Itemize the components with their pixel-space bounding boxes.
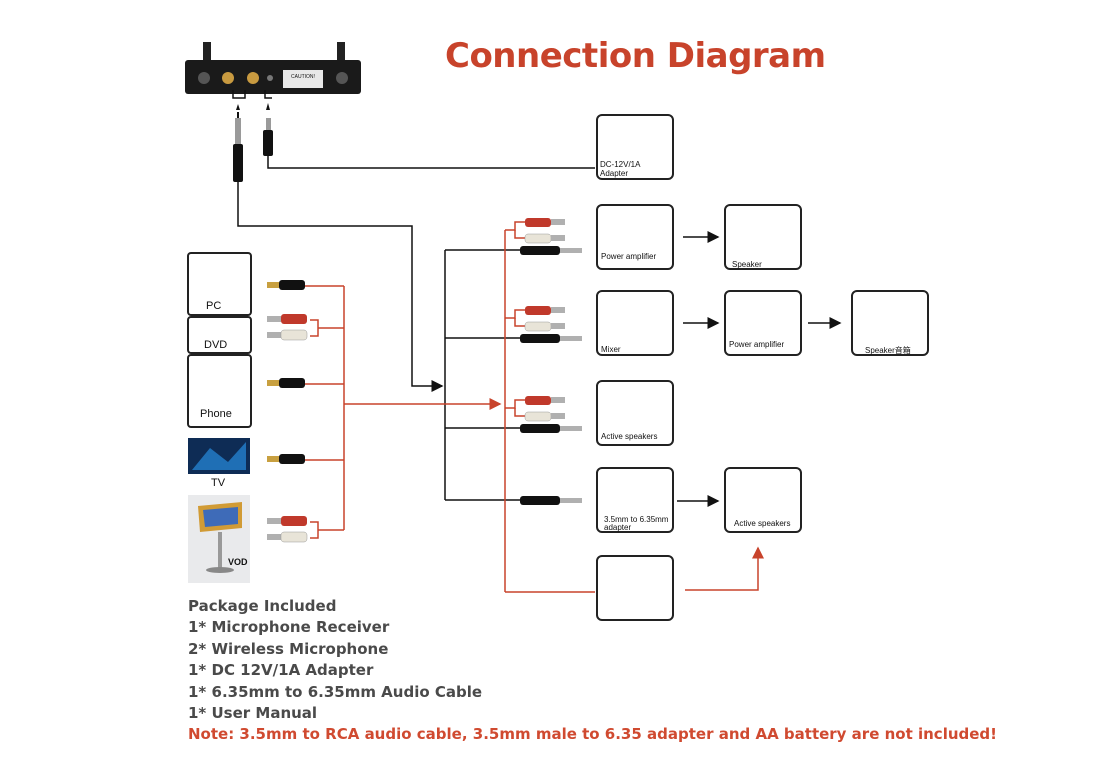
source-label-tv: TV: [211, 477, 226, 489]
dc-power-line: [267, 156, 595, 169]
package-heading: Package Included: [188, 597, 337, 615]
source-box-phone: [187, 354, 252, 428]
tv-picture: [188, 438, 250, 474]
mixer-box: [596, 290, 674, 356]
power-amplifier-box-1: [596, 204, 674, 270]
power-amplifier-label-1: Power amplifier: [601, 252, 657, 261]
mixer-label: Mixer: [601, 345, 621, 354]
source-box-dvd: [187, 316, 252, 354]
adapter-box: [596, 114, 674, 180]
adapter-label: DC-12V/1A Adapter: [600, 160, 641, 178]
source-label-vod: VOD: [228, 557, 248, 567]
microphone-receiver: [185, 42, 361, 94]
package-item: 1* User Manual: [188, 704, 318, 723]
speaker-box-1: [724, 204, 802, 270]
receiver-output-line: [237, 182, 444, 392]
caution-label: CAUTION!: [291, 74, 315, 80]
power-amplifier-box-2: [724, 290, 802, 356]
diagram-title: Connection Diagram: [445, 36, 826, 76]
vod-picture: [188, 495, 250, 583]
rca-cable-box: [596, 555, 674, 621]
source-label-phone: Phone: [200, 408, 232, 420]
receiver-plug-dc: [263, 103, 273, 156]
source-label-pc: PC: [206, 300, 222, 312]
destination-cables: [520, 218, 582, 505]
source-box-pc: [187, 252, 252, 316]
adapter-35-box: [596, 467, 674, 533]
package-item: 2* Wireless Microphone: [188, 639, 389, 658]
source-red-lines: [305, 221, 764, 593]
package-item: 1* 6.35mm to 6.35mm Audio Cable: [188, 682, 483, 701]
source-cables: [267, 280, 308, 543]
power-amplifier-label-2: Power amplifier: [729, 340, 785, 349]
active-speakers-box-1: [596, 380, 674, 446]
receiver-plug-635: [233, 104, 243, 182]
speaker-label-2: Speaker音箱: [865, 346, 911, 355]
adapter-35-label: 3.5mm to 6.35mm adapter: [604, 515, 669, 532]
package-item: 1* Microphone Receiver: [188, 618, 390, 637]
package-note: Note: 3.5mm to RCA audio cable, 3.5mm ma…: [188, 725, 997, 744]
package-item: 1* DC 12V/1A Adapter: [188, 661, 374, 680]
active-speakers-label-1: Active speakers: [601, 432, 658, 441]
speaker-box-2: [851, 290, 929, 356]
active-speakers-label-2: Active speakers: [734, 519, 791, 528]
active-speakers-box-2: [724, 467, 802, 533]
source-label-dvd: DVD: [204, 339, 228, 351]
speaker-label-1: Speaker: [732, 260, 762, 269]
package-list: Package Included 1* Microphone Receiver …: [188, 596, 997, 746]
